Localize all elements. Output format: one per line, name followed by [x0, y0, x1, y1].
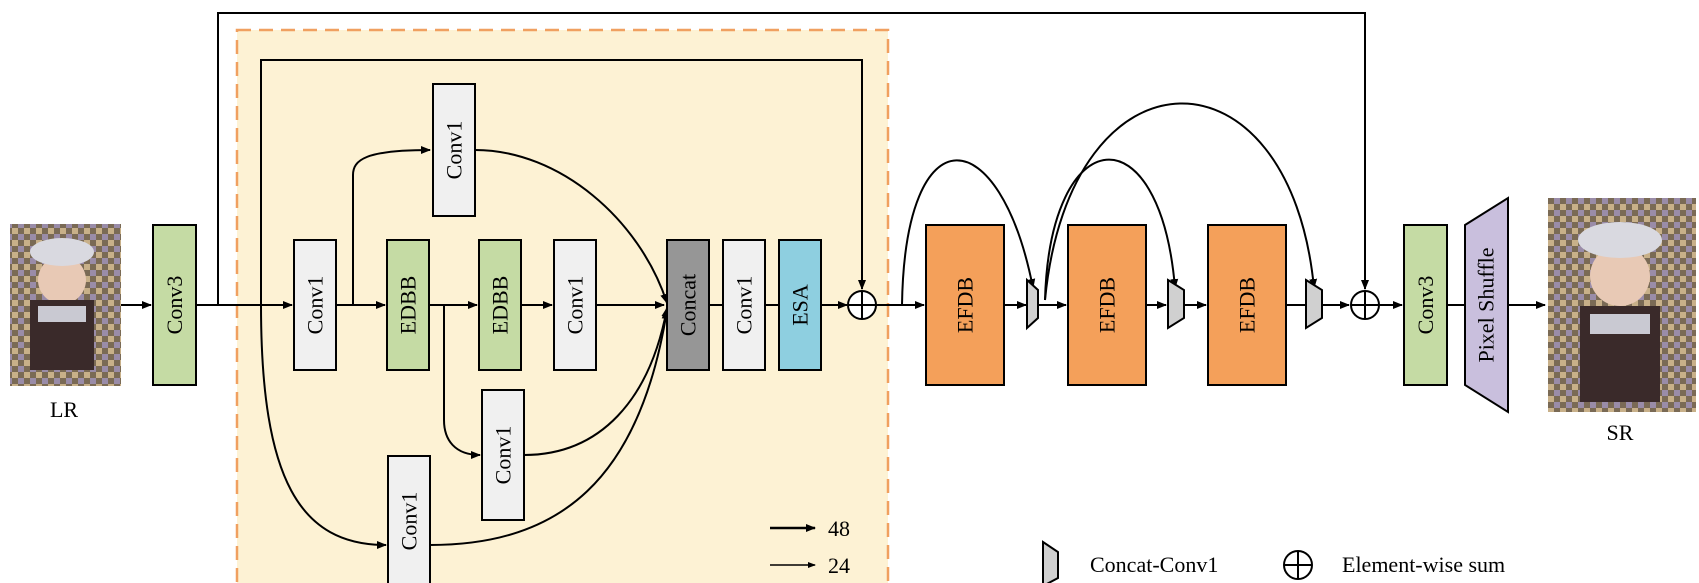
conv1-mid-block: Conv1: [553, 239, 597, 371]
sr-image: [1548, 198, 1696, 412]
pixel-shuffle-label: Pixel Shuffle: [1474, 247, 1499, 362]
concat-block: Concat: [666, 239, 710, 371]
conv1-top-block: Conv1: [432, 83, 476, 217]
element-wise-sum-legend-icon: [1283, 550, 1313, 580]
channels-24-label: 24: [828, 553, 850, 578]
edbb-2-block: EDBB: [478, 239, 522, 371]
conv1-bottom-block: Conv1: [387, 455, 431, 583]
conv1-entry-block: Conv1: [293, 239, 337, 371]
lr-label: LR: [50, 397, 78, 422]
efdb-2-label: EFDB: [1095, 277, 1120, 333]
conv1-lower-label: Conv1: [491, 426, 516, 485]
conv3-output-block: Conv3: [1403, 224, 1448, 386]
efdb-block-1: EFDB: [925, 224, 1005, 386]
sum-node-detail: [847, 290, 877, 320]
efdb-1-label: EFDB: [953, 277, 978, 333]
pixel-shuffle-block: Pixel Shuffle: [1464, 196, 1509, 414]
element-wise-sum-legend-label: Element-wise sum: [1342, 552, 1505, 577]
edbb-1-block: EDBB: [386, 239, 430, 371]
concat-conv1-legend-label: Concat-Conv1: [1090, 552, 1218, 577]
conv1-top-label: Conv1: [442, 121, 467, 180]
edbb-2-label: EDBB: [488, 276, 513, 335]
channels-48-label: 48: [828, 516, 850, 541]
conv3-input-block: Conv3: [152, 224, 197, 386]
efdb-block-3: EFDB: [1207, 224, 1287, 386]
edbb-1-label: EDBB: [396, 276, 421, 335]
sr-label: SR: [1607, 420, 1634, 445]
conv1-entry-label: Conv1: [303, 276, 328, 335]
esa-block: ESA: [778, 239, 822, 371]
conv3-input-label: Conv3: [162, 276, 187, 335]
concat-label: Concat: [676, 274, 701, 336]
concat-conv1-node-3: [1305, 278, 1323, 330]
conv1-bottom-label: Conv1: [397, 492, 422, 551]
esa-label: ESA: [788, 284, 813, 326]
concat-conv1-legend-icon: [1042, 540, 1059, 583]
conv1-after-concat-label: Conv1: [732, 276, 757, 335]
conv3-output-label: Conv3: [1413, 276, 1438, 335]
sum-node-global: [1350, 290, 1380, 320]
efdb-block-2: EFDB: [1067, 224, 1147, 386]
conv1-lower-block: Conv1: [481, 389, 525, 521]
concat-conv1-node-2: [1167, 278, 1185, 330]
conv1-mid-label: Conv1: [563, 276, 588, 335]
lr-image: [10, 224, 121, 386]
concat-conv1-node-1: [1026, 277, 1039, 331]
conv1-after-concat-block: Conv1: [722, 239, 766, 371]
efdb-3-label: EFDB: [1235, 277, 1260, 333]
